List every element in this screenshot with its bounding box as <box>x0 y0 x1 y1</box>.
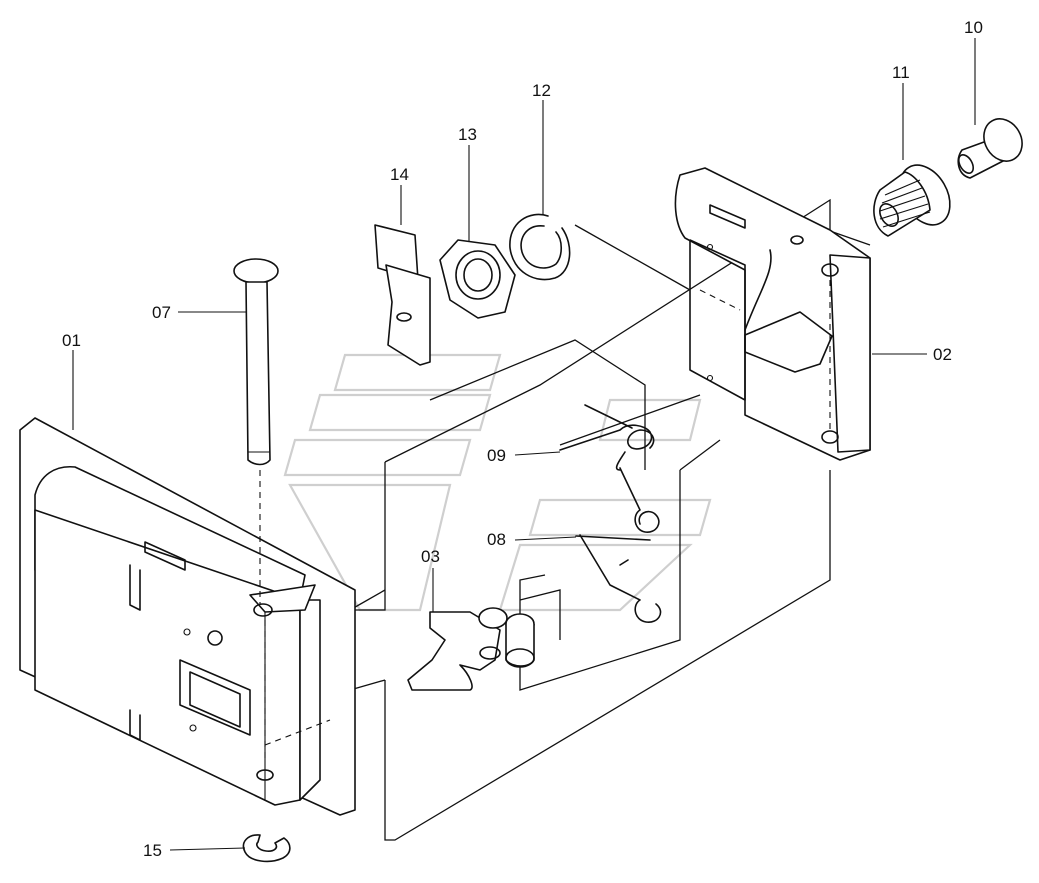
part-07-pin <box>233 258 279 605</box>
part-13-nut <box>439 239 516 319</box>
part-02-bracket <box>674 167 871 461</box>
part-10-plug <box>957 118 1023 179</box>
leader-lines <box>72 38 976 851</box>
part-08-spring <box>575 467 662 623</box>
callout-08: 08 <box>487 530 506 549</box>
callout-labels: 01 02 03 07 08 09 10 11 12 13 14 15 <box>62 18 983 860</box>
callout-14: 14 <box>390 165 409 184</box>
part-09-spring <box>559 404 655 471</box>
part-01-cover-plate <box>19 417 356 816</box>
callout-15: 15 <box>143 841 162 860</box>
callout-07: 07 <box>152 303 171 322</box>
part-03-latch <box>407 607 535 691</box>
callout-11: 11 <box>892 63 910 82</box>
callout-01: 01 <box>62 331 81 350</box>
callout-12: 12 <box>532 81 551 100</box>
part-12-snap-ring <box>509 213 571 281</box>
callout-09: 09 <box>487 446 506 465</box>
watermark-logo <box>283 353 712 612</box>
part-15-e-ring <box>242 834 291 863</box>
callout-03: 03 <box>421 547 440 566</box>
callout-13: 13 <box>458 125 477 144</box>
callout-02: 02 <box>933 345 952 364</box>
callout-10: 10 <box>964 18 983 37</box>
part-14-tab-plate <box>374 224 431 366</box>
part-11-bushing <box>873 164 951 237</box>
assembly-lines <box>349 198 871 841</box>
